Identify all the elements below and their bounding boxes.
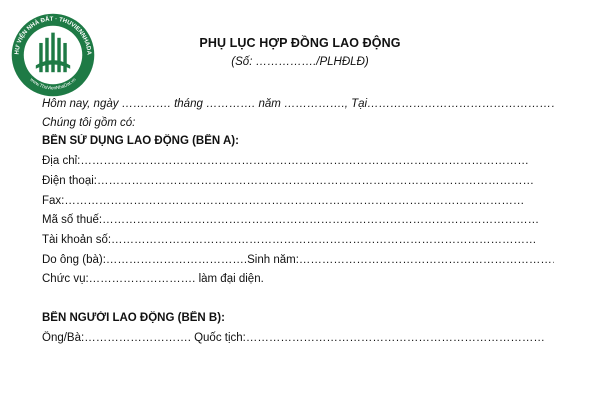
party-b-name-nationality-field: Ông/Bà:………………………. Quốc tịch:…………………………………	[42, 332, 545, 344]
party-a-account-field: Tài khoản số:…………………………………………………………………………	[42, 234, 537, 246]
party-a-position-field: Chức vụ:………………………. làm đại diện.	[42, 273, 264, 285]
document-title: PHỤ LỤC HỢP ĐỒNG LAO ĐỘNG	[199, 36, 401, 50]
party-a-representative-field: Do ông (bà):……………………………….Sinh năm:…………………	[42, 254, 554, 266]
party-a-heading: BÊN SỬ DỤNG LAO ĐỘNG (BÊN A):	[42, 135, 239, 147]
party-a-phone-field: Điện thoại:………………………………………………………………………………	[42, 175, 534, 187]
party-a-tax-code-field: Mã số thuế:………………………………………………………………………………	[42, 214, 540, 226]
party-a-address-field: Địa chỉ:………………………………………………………………………………………	[42, 155, 529, 167]
date-place-line: Hôm nay, ngày …………. tháng …………. năm ……………	[42, 98, 554, 110]
intro-line: Chúng tôi gồm có:	[42, 117, 136, 129]
party-b-heading: BÊN NGƯỜI LAO ĐỘNG (BÊN B):	[42, 312, 225, 324]
document-number-line: (Số: ……………./PLHĐLĐ)	[231, 56, 369, 68]
thuviennhadat-logo: THƯ VIỆN NHÀ ĐẤT · THUVIENNHADAT www.Thu…	[10, 12, 95, 97]
party-a-fax-field: Fax:…………………………………………………………………………………………………	[42, 195, 525, 207]
logo-building-mark	[35, 32, 71, 73]
